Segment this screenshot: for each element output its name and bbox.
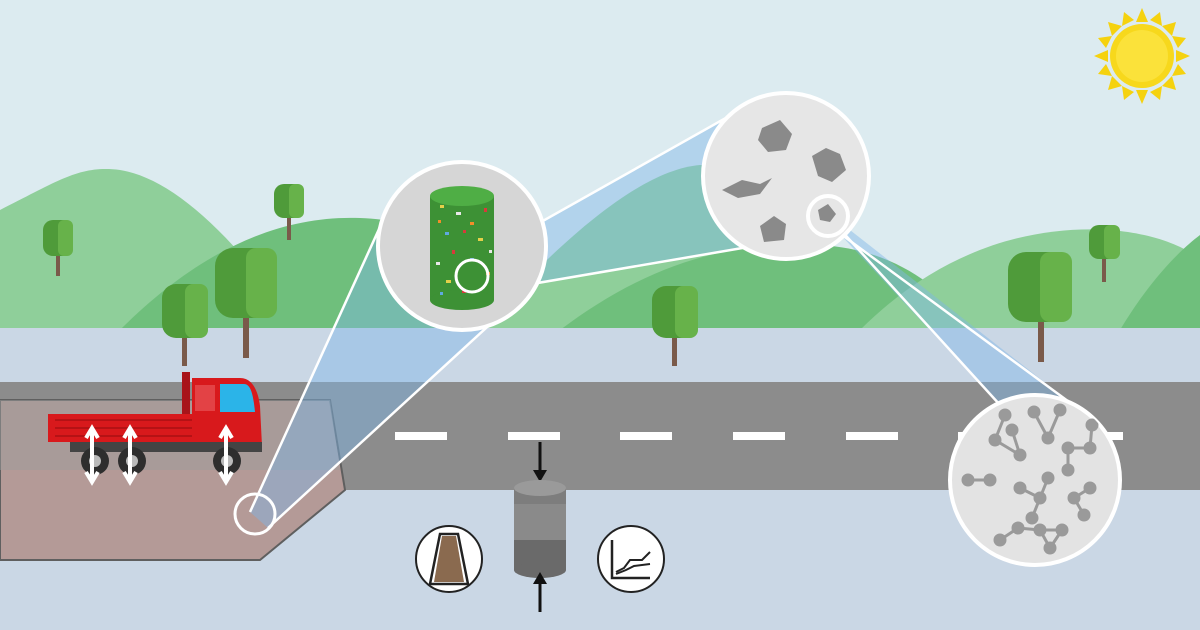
hill-far-right	[1120, 235, 1200, 330]
truck-wheel	[81, 447, 109, 475]
load-arrow-icon	[84, 424, 234, 486]
flask-icon	[415, 525, 483, 593]
tree	[162, 284, 208, 366]
beam-edge	[248, 204, 392, 513]
molecular-network-icon	[948, 393, 1122, 567]
beam-edge	[837, 230, 1081, 412]
truck-icon	[48, 372, 262, 475]
core-sample-icon	[376, 160, 548, 332]
aggregate-particles-icon	[701, 91, 871, 261]
sun-icon	[1094, 8, 1190, 104]
compression-cylinder-icon	[514, 442, 566, 612]
tree	[43, 220, 73, 276]
tree	[215, 248, 277, 358]
tree	[1008, 252, 1072, 362]
graph-icon	[597, 525, 665, 593]
sample-location-marker	[233, 492, 277, 536]
tree	[1089, 225, 1120, 282]
beam-edge	[267, 305, 511, 529]
tree	[274, 184, 304, 240]
magnifier-beam-3	[818, 205, 1080, 410]
tree	[652, 286, 698, 366]
